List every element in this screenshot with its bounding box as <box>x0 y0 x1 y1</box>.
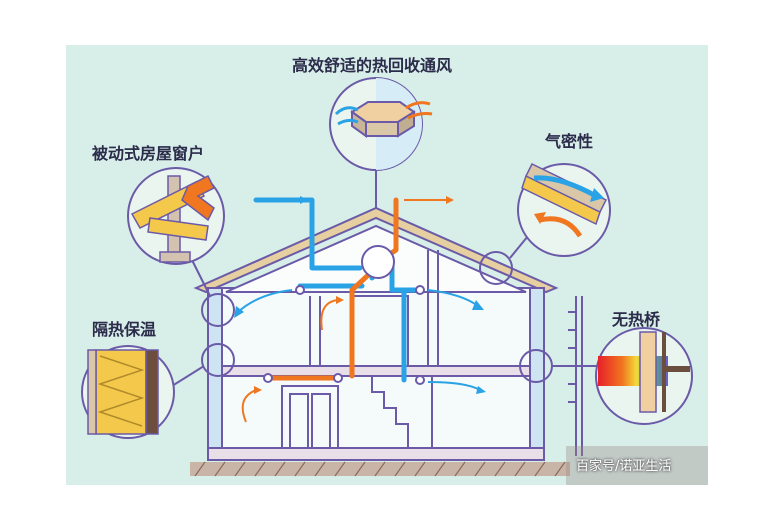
label-passive-windows: 被动式房屋窗户 <box>92 144 205 163</box>
duct-vents <box>263 285 425 385</box>
side-window-frame <box>568 296 583 456</box>
heat-exchanger-icon <box>329 77 433 171</box>
airflow-arrows <box>234 196 486 423</box>
label-airtightness: 气密性 <box>545 132 594 151</box>
heat-exchanger-unit <box>361 245 395 279</box>
watermark: 百家号/诺亚生活 <box>576 459 672 474</box>
callout-rings <box>171 170 600 387</box>
label-no-thermal-bridge: 无热桥 <box>612 310 661 329</box>
airtight-seal-icon <box>517 163 611 257</box>
window-frame-icon <box>127 167 225 265</box>
thermal-bridge-icon <box>595 327 693 425</box>
insulation-layer-icon <box>81 345 175 439</box>
watermark-backing <box>566 446 708 485</box>
ground <box>190 461 570 477</box>
house <box>193 206 559 461</box>
label-heat-recovery: 高效舒适的热回收通风 <box>292 56 453 75</box>
label-insulation: 隔热保温 <box>92 320 157 339</box>
